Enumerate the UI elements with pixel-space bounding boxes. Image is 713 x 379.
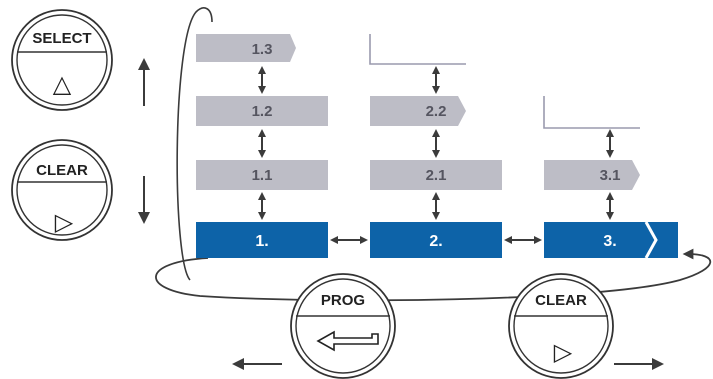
clear-bottom-label: CLEAR [535, 292, 587, 309]
clear-button-bottom[interactable]: CLEAR ▷ [508, 273, 614, 379]
up-triangle-icon: △ [53, 70, 72, 98]
column-3-end-bracket [543, 96, 640, 129]
menu-box-3 [544, 222, 678, 258]
enter-arrow-icon [316, 330, 379, 352]
menu-box-3-1 [544, 160, 640, 190]
menu-box-1-1 [196, 160, 328, 190]
right-triangle-icon: ▷ [554, 338, 573, 366]
menu-box-2 [370, 222, 502, 258]
menu-label-2: 2. [429, 233, 442, 250]
column-2-end-bracket [369, 34, 466, 65]
prog-label: PROG [321, 292, 365, 309]
menu-box-3-chevron [644, 221, 658, 259]
menu-label-3: 3. [603, 233, 616, 250]
cycle-loop [155, 248, 712, 302]
select-label: SELECT [32, 30, 91, 47]
column-loop [176, 7, 213, 281]
menu-box-2-1 [370, 160, 502, 190]
menu-box-2-2 [370, 96, 466, 126]
prog-button[interactable]: PROG [290, 273, 396, 379]
right-triangle-icon: ▷ [55, 208, 74, 236]
select-button[interactable]: SELECT △ [11, 9, 113, 111]
menu-label-2-2: 2.2 [426, 103, 447, 120]
menu-label-1-2: 1.2 [252, 103, 273, 120]
menu-box-1 [196, 222, 328, 258]
menu-label-1-3: 1.3 [252, 41, 273, 58]
menu-box-1-3 [196, 34, 296, 62]
menu-label-3-1: 3.1 [600, 167, 621, 184]
menu-box-1-2 [196, 96, 328, 126]
menu-label-2-1: 2.1 [426, 167, 447, 184]
menu-label-1: 1. [255, 233, 268, 250]
menu-label-1-1: 1.1 [252, 167, 273, 184]
clear-left-label: CLEAR [36, 162, 88, 179]
clear-button-left[interactable]: CLEAR ▷ [11, 139, 113, 241]
